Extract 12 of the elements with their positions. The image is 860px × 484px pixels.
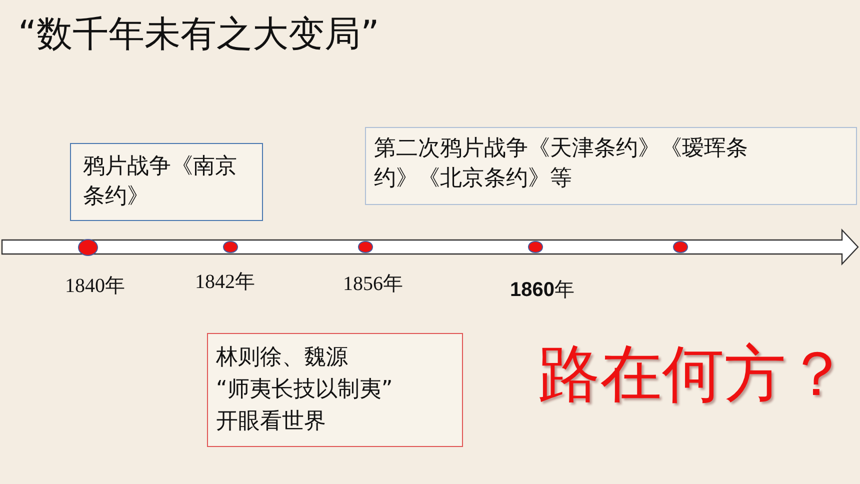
note-box [207, 333, 463, 447]
year-label: 1860年 [510, 278, 574, 303]
year-label: 1840年 [65, 274, 125, 299]
title: “数千年未有之大变局” [18, 13, 380, 57]
box-text: 鸦片战争《南京条约》 [83, 153, 238, 211]
question-text: 路在何方？ [538, 336, 848, 412]
box-text: 第二次鸦片战争《天津条约》《瑷珲条约》《北京条约》等 [374, 135, 749, 193]
event-box [70, 143, 263, 221]
year-label: 1842年 [195, 270, 255, 295]
box-text: 林则徐、魏源 “师夷长技以制夷” 开眼看世界 [216, 344, 394, 436]
event-box [365, 127, 857, 205]
year-label: 1856年 [343, 272, 403, 297]
